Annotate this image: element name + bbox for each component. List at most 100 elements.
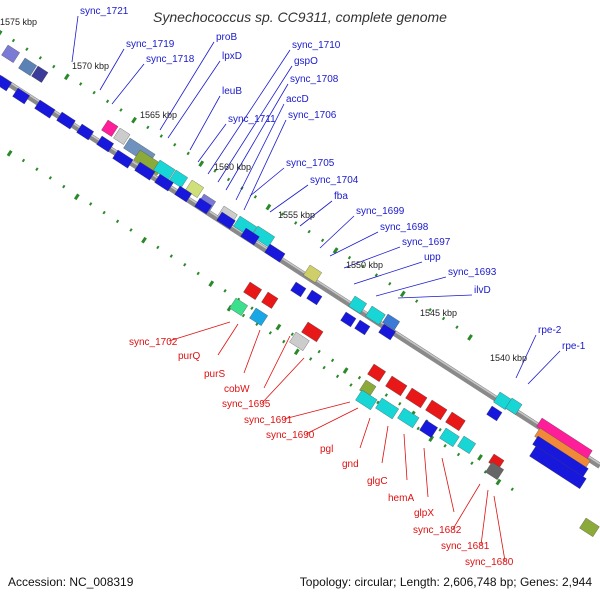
scale-tick bbox=[361, 264, 365, 269]
scale-tick bbox=[357, 375, 362, 380]
scale-tick bbox=[309, 357, 313, 361]
gene-feature bbox=[56, 111, 76, 130]
scale-tick bbox=[428, 308, 432, 312]
gene-label-sync_1705: sync_1705 bbox=[286, 158, 335, 169]
scale-tick bbox=[241, 313, 246, 318]
scale-tick bbox=[384, 393, 388, 397]
gene-feature bbox=[382, 313, 400, 331]
scale-tick bbox=[62, 184, 66, 189]
gene-label-glgC: glgC bbox=[367, 476, 388, 487]
gene-feature bbox=[169, 169, 188, 188]
scale-tick bbox=[335, 374, 340, 379]
gene-feature bbox=[261, 291, 279, 309]
kbp-scale-label: 1560 kbp bbox=[214, 162, 251, 172]
gene-feature bbox=[355, 389, 378, 411]
scale-tick bbox=[208, 280, 215, 287]
gene-feature bbox=[18, 57, 37, 76]
scale-tick bbox=[398, 401, 402, 406]
scale-tick bbox=[173, 142, 177, 147]
gene-feature bbox=[134, 161, 156, 181]
leader-line bbox=[189, 95, 221, 151]
scale-tick bbox=[6, 150, 13, 157]
gene-label-leuB: leuB bbox=[222, 86, 242, 97]
scale-tick bbox=[441, 316, 446, 321]
scale-tick bbox=[510, 487, 514, 492]
gene-feature bbox=[229, 297, 248, 316]
scale-tick bbox=[443, 444, 447, 448]
scale-tick bbox=[290, 332, 294, 337]
leader-line bbox=[263, 335, 291, 389]
leader-line bbox=[441, 457, 455, 513]
leader-line bbox=[319, 215, 355, 249]
gene-label-sync_1682: sync_1682 bbox=[413, 525, 462, 536]
leader-line bbox=[305, 407, 359, 435]
kbp-scale-label: 1570 kbp bbox=[72, 61, 109, 71]
gene-label-sync_1721: sync_1721 bbox=[80, 6, 129, 17]
gene-label-hemA: hemA bbox=[388, 493, 414, 504]
gene-label-glpX: glpX bbox=[414, 508, 434, 519]
leader-line bbox=[207, 49, 291, 175]
leader-line bbox=[243, 329, 261, 374]
gene-label-purS: purS bbox=[204, 369, 225, 380]
gene-feature bbox=[289, 331, 310, 351]
gene-label-sync_1699: sync_1699 bbox=[356, 206, 405, 217]
kbp-scale-label: 1565 kbp bbox=[140, 110, 177, 120]
scale-tick bbox=[317, 349, 321, 354]
gene-feature bbox=[264, 243, 286, 263]
scale-tick bbox=[342, 367, 349, 374]
leader-line bbox=[329, 231, 379, 257]
leader-line bbox=[261, 357, 305, 404]
scale-tick bbox=[129, 228, 133, 232]
scale-tick bbox=[415, 299, 419, 303]
gene-label-gnd: gnd bbox=[342, 459, 359, 470]
gene-feature bbox=[306, 289, 323, 306]
scale-tick bbox=[11, 38, 16, 43]
scale-tick bbox=[25, 47, 29, 51]
leader-line bbox=[343, 246, 401, 269]
gene-feature bbox=[154, 173, 174, 192]
gene-label-sync_1680: sync_1680 bbox=[465, 557, 514, 568]
leader-line bbox=[225, 83, 289, 191]
gene-feature bbox=[301, 321, 324, 343]
scale-tick bbox=[280, 212, 284, 217]
gene-label-sync_1711: sync_1711 bbox=[228, 114, 276, 125]
scale-tick bbox=[477, 454, 483, 461]
gene-label-sync_1695: sync_1695 bbox=[222, 399, 271, 410]
scale-tick bbox=[198, 160, 205, 167]
gene-feature bbox=[485, 461, 504, 480]
gene-feature bbox=[385, 375, 408, 397]
scale-tick bbox=[92, 90, 96, 95]
kbp-scale-label: 1555 kbp bbox=[278, 210, 315, 220]
gene-label-sync_1706: sync_1706 bbox=[288, 110, 337, 121]
scale-tick bbox=[399, 290, 406, 298]
scale-tick bbox=[330, 358, 335, 363]
gene-feature bbox=[529, 445, 587, 489]
scale-tick bbox=[322, 365, 326, 370]
scale-tick bbox=[349, 383, 353, 387]
gene-feature bbox=[113, 127, 131, 145]
scale-tick bbox=[374, 273, 378, 277]
gene-feature bbox=[397, 407, 420, 429]
scale-tick bbox=[467, 334, 473, 341]
gene-feature bbox=[243, 281, 262, 300]
scale-tick bbox=[293, 348, 300, 356]
leader-line bbox=[249, 167, 285, 197]
scale-tick bbox=[438, 428, 442, 432]
leader-line bbox=[168, 321, 231, 342]
gene-label-pgl: pgl bbox=[320, 444, 333, 455]
leader-line bbox=[480, 489, 489, 546]
scale-tick bbox=[456, 452, 461, 457]
leader-line bbox=[527, 350, 561, 385]
scale-tick bbox=[131, 116, 137, 124]
scale-tick bbox=[183, 262, 187, 267]
gene-label-sync_1710: sync_1710 bbox=[292, 40, 341, 51]
leader-line bbox=[283, 401, 351, 420]
gene-feature bbox=[34, 99, 56, 119]
scale-tick bbox=[495, 478, 502, 486]
gene-feature bbox=[101, 119, 119, 137]
leader-line bbox=[167, 60, 221, 139]
scale-tick bbox=[282, 339, 286, 344]
topology-text: Topology: circular; Length: 2,606,748 bp… bbox=[299, 575, 592, 589]
gene-label-accD: accD bbox=[286, 94, 309, 105]
